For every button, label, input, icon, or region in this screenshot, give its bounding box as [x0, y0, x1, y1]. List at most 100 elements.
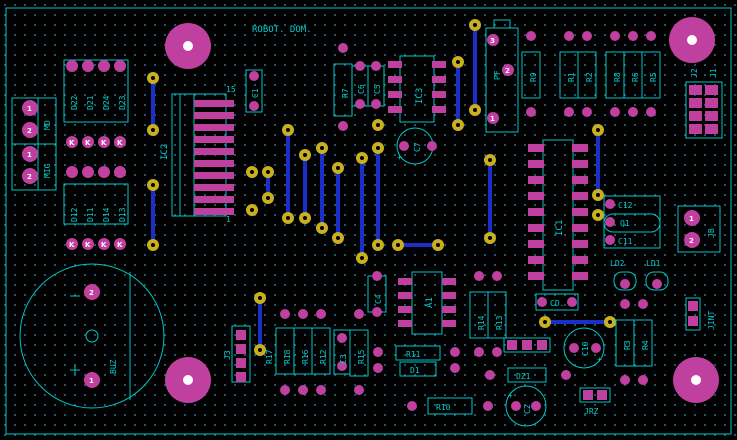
- header-j3[interactable]: J3: [223, 325, 251, 383]
- svg-text:R8: R8: [613, 72, 622, 82]
- capacitor-c6[interactable]: C6: [351, 61, 369, 109]
- svg-text:K: K: [117, 139, 123, 147]
- resistor-r8[interactable]: R8: [605, 31, 625, 117]
- d22-label: D22: [70, 95, 79, 110]
- d11-label: D11: [86, 207, 95, 222]
- svg-text:R9: R9: [529, 72, 538, 82]
- resistor-r11[interactable]: R11: [373, 345, 460, 361]
- capacitor-c7[interactable]: C7 +: [396, 127, 437, 165]
- resistor-r13[interactable]: R13: [487, 271, 507, 357]
- mounting-hole-top-right[interactable]: [669, 17, 715, 63]
- svg-text:C10: C10: [581, 341, 590, 356]
- svg-text:3: 3: [490, 37, 495, 45]
- capacitor-c3[interactable]: C3: [333, 329, 351, 375]
- svg-text:R12: R12: [319, 349, 328, 364]
- resistor-r17[interactable]: R17: [265, 349, 274, 364]
- buzzer-buz[interactable]: 2 1 BUZ: [19, 263, 165, 409]
- vias: [147, 19, 616, 356]
- svg-text:C2: C2: [523, 404, 532, 414]
- mig-label: MIG: [43, 163, 52, 178]
- svg-text:+: +: [397, 153, 402, 162]
- svg-text:K: K: [85, 241, 91, 249]
- resistor-r15[interactable]: R15: [349, 309, 369, 395]
- capacitor-c2[interactable]: C2 +: [505, 385, 547, 427]
- svg-text:2: 2: [689, 237, 694, 245]
- svg-text:R7: R7: [341, 88, 350, 98]
- resistor-r5[interactable]: R5: [641, 31, 661, 117]
- svg-text:DZ1: DZ1: [516, 372, 531, 381]
- ic1-footprint[interactable]: IC1: [528, 139, 588, 291]
- resistor-r18[interactable]: R18: [275, 309, 295, 395]
- mounting-hole-bottom-right[interactable]: [673, 357, 719, 403]
- resistor-r14[interactable]: R14: [469, 271, 489, 357]
- board-outline: [5, 7, 732, 435]
- resistor-r7[interactable]: R7: [333, 43, 353, 131]
- pf-component[interactable]: 3 2 1 PF: [485, 19, 519, 133]
- transistor-header[interactable]: [503, 337, 551, 353]
- svg-text:C4: C4: [374, 294, 383, 304]
- svg-text:2: 2: [27, 127, 32, 135]
- svg-text:K: K: [69, 139, 75, 147]
- svg-text:K: K: [117, 241, 123, 249]
- zener-dz1[interactable]: DZ1: [485, 367, 571, 383]
- resistor-r1[interactable]: R1: [559, 31, 579, 117]
- connector-mig-md[interactable]: 1 2 1 2 MD MIG: [11, 97, 57, 191]
- capacitor-c1[interactable]: C1: [245, 69, 263, 113]
- svg-text:Q1: Q1: [620, 219, 630, 228]
- resistor-r10[interactable]: R10: [407, 397, 493, 415]
- svg-text:R10: R10: [436, 403, 451, 412]
- resistor-r3[interactable]: R3: [615, 299, 635, 385]
- a1-footprint[interactable]: A1: [398, 271, 456, 335]
- d12-label: D12: [70, 207, 79, 222]
- led-ld1[interactable]: LD1: [645, 259, 669, 291]
- svg-text:1: 1: [27, 151, 32, 159]
- crystal-q1-group[interactable]: C12 Q1 C11: [603, 195, 661, 249]
- svg-text:1: 1: [89, 377, 94, 385]
- capacitor-c5[interactable]: C5: [367, 61, 385, 109]
- svg-text:D1: D1: [410, 366, 420, 375]
- connector-jb[interactable]: 1 2 JB: [677, 205, 721, 253]
- svg-text:JRZ: JRZ: [584, 407, 599, 416]
- svg-text:2: 2: [505, 67, 510, 75]
- svg-text:R4: R4: [641, 340, 650, 350]
- jumper-jint[interactable]: JINT: [685, 297, 716, 331]
- capacitor-cd[interactable]: CD.: [535, 293, 579, 311]
- resistor-r2[interactable]: R2: [577, 31, 597, 117]
- resistor-r12[interactable]: R12: [311, 309, 331, 395]
- led-ld2[interactable]: LD2: [610, 259, 637, 291]
- capacitor-c4[interactable]: C4: [367, 271, 387, 317]
- resistor-r6[interactable]: R6: [623, 31, 643, 117]
- svg-text:C12: C12: [618, 201, 633, 210]
- svg-text:R14: R14: [477, 315, 486, 330]
- svg-text:1: 1: [226, 215, 231, 224]
- resistor-r4[interactable]: R4: [633, 299, 653, 385]
- svg-text:K: K: [85, 139, 91, 147]
- d23-label: D23: [118, 95, 127, 110]
- svg-text:+: +: [508, 391, 513, 400]
- svg-text:2: 2: [27, 173, 32, 181]
- header-j2-j1[interactable]: J2 J1: [685, 68, 723, 139]
- svg-text:K: K: [101, 139, 107, 147]
- d14-label: D14: [102, 207, 111, 222]
- capacitor-c10[interactable]: C10 +: [563, 327, 605, 369]
- mounting-hole-top-left[interactable]: [165, 23, 211, 69]
- svg-text:1: 1: [490, 115, 495, 123]
- jumper-jrz[interactable]: JRZ: [579, 387, 611, 416]
- svg-text:J3: J3: [223, 350, 232, 360]
- diode-d1[interactable]: D1: [373, 361, 460, 377]
- ic3-footprint[interactable]: IC3: [388, 55, 446, 123]
- svg-text:C11: C11: [618, 237, 633, 246]
- svg-text:PF: PF: [493, 70, 502, 80]
- svg-text:R15: R15: [357, 349, 366, 364]
- resistor-r9[interactable]: R9: [521, 31, 541, 117]
- board-title: ROBOT. DOM.: [252, 25, 312, 35]
- svg-text:K: K: [69, 241, 75, 249]
- copper-traces: [151, 23, 612, 352]
- resistor-r16[interactable]: R16: [293, 309, 313, 395]
- ic2-footprint[interactable]: IC2 15 1: [160, 85, 236, 224]
- d21-label: D21: [86, 95, 95, 110]
- mounting-hole-bottom-left[interactable]: [165, 357, 211, 403]
